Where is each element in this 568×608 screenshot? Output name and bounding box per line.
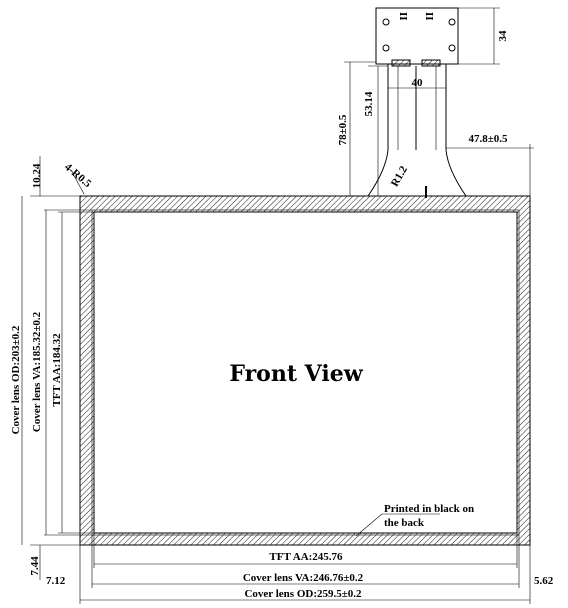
- dim-cover-od-width: Cover lens OD:259.5±0.2: [244, 588, 362, 600]
- dim-fpc-34: 34: [497, 30, 509, 42]
- dim-fpc-53: 53.14: [363, 91, 375, 116]
- dim-cover-va-width: Cover lens VA:246.76±0.2: [243, 572, 364, 584]
- dim-fpc-47: 47.8±0.5: [468, 133, 508, 145]
- dim-top-border: 10.24: [31, 163, 43, 188]
- mount-hole: [382, 18, 390, 26]
- mount-hole: [448, 44, 456, 52]
- dim-fpc-40: 40: [412, 77, 424, 89]
- dim-tft-aa-width: TFT AA:245.76: [269, 551, 343, 563]
- note-line-2: the back: [384, 517, 425, 529]
- fpc-mark-right: II: [423, 12, 435, 21]
- dim-bottom-border: 7.44: [29, 556, 41, 576]
- mount-hole: [448, 18, 456, 26]
- note-line-1: Printed in black on: [384, 503, 474, 515]
- left-dimensions: 10.24 Cover lens OD:203±0.2 Cover lens V…: [10, 156, 94, 580]
- active-area-outline: [93, 211, 518, 534]
- fpc-connector-left: [391, 59, 411, 67]
- dim-fpc-radius: R1.2: [389, 164, 410, 189]
- dim-corner-radius: 4-R0.5: [62, 161, 94, 190]
- dim-right-border: 5.62: [534, 575, 554, 587]
- fpc-head-board: [375, 7, 459, 65]
- fpc-connector-right: [421, 59, 441, 67]
- view-area-outline: [91, 209, 520, 536]
- fpc-dimensions: 34 40 53.14 78±0.5 47.8±0.5 R1.2: [337, 7, 534, 198]
- dim-fpc-78: 78±0.5: [337, 114, 349, 145]
- fpc-mark-top: II: [397, 12, 409, 21]
- mount-hole: [382, 44, 390, 52]
- dim-tft-aa-height: TFT AA:184.32: [51, 333, 63, 407]
- view-title: Front View: [229, 361, 363, 387]
- dim-cover-va-height: Cover lens VA:185.32±0.2: [31, 311, 43, 432]
- bottom-dimensions: TFT AA:245.76 Cover lens VA:246.76±0.2 C…: [46, 533, 554, 604]
- dim-left-border: 7.12: [46, 575, 66, 587]
- dim-cover-od-height: Cover lens OD:203±0.2: [10, 325, 22, 434]
- fpc-tail: II II: [366, 7, 468, 198]
- back-print-note: Printed in black on the back: [355, 503, 474, 537]
- panel: Front View: [79, 195, 531, 546]
